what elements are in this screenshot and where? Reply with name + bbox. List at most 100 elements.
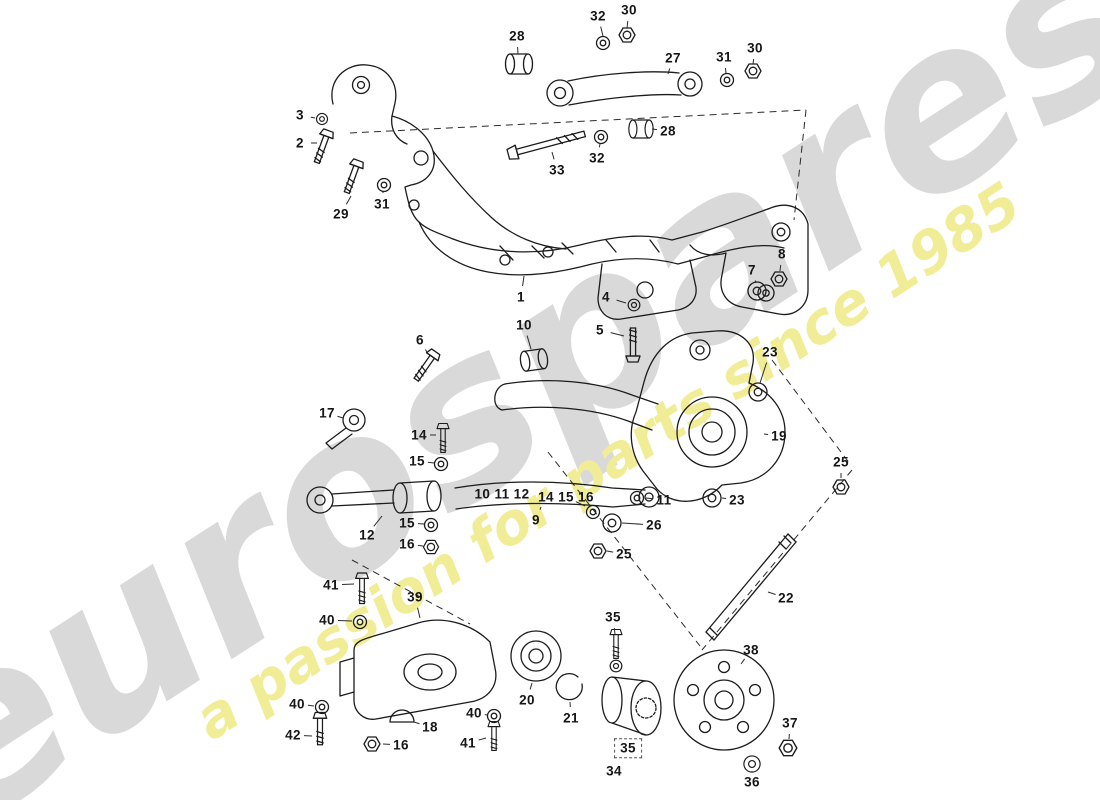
part-label-3: 3	[296, 107, 304, 123]
leader-line-28	[651, 128, 658, 131]
part-label-32: 32	[590, 8, 606, 24]
leader-line-39	[417, 607, 421, 619]
part-label-8: 8	[778, 246, 786, 262]
part-label-23: 23	[729, 492, 745, 508]
leader-line-41	[478, 737, 487, 741]
part-label-5: 5	[596, 322, 604, 338]
leader-line-40	[307, 704, 315, 707]
bracket-39-drawing	[312, 572, 502, 752]
part-label-11: 11	[656, 492, 672, 508]
part-label-34: 34	[606, 763, 622, 779]
part-label-7: 7	[748, 262, 756, 278]
part-label-4: 4	[602, 289, 610, 305]
part-label-22: 22	[778, 590, 794, 606]
leader-line-1	[522, 275, 525, 287]
leader-line-30	[752, 58, 755, 65]
part-label-31: 31	[374, 196, 390, 212]
part-label-1: 1	[517, 289, 525, 305]
part-label-31: 31	[716, 49, 732, 65]
exploded-drawing	[306, 27, 850, 773]
part-label-38: 38	[743, 642, 759, 658]
part-label-2: 2	[296, 135, 304, 151]
leader-line-14-15-16	[575, 501, 586, 507]
leader-line-31	[724, 67, 727, 74]
wheel-carrier-drawing	[630, 330, 850, 502]
leader-line-23	[759, 362, 768, 384]
part-label-32: 32	[589, 150, 605, 166]
part-label-15: 15	[399, 515, 415, 531]
part-label-39: 39	[407, 589, 423, 605]
part-label-33: 33	[549, 162, 565, 178]
leader-line-19	[763, 433, 769, 436]
part-label-40: 40	[289, 696, 305, 712]
tie-rod-drawing	[705, 533, 797, 641]
leader-line-38	[740, 658, 746, 665]
part-label-27: 27	[665, 50, 681, 66]
leader-line-26	[621, 522, 644, 525]
part-label-41: 41	[323, 577, 339, 593]
part-label-10-11-12: 10 11 12	[474, 486, 530, 502]
leader-lines	[303, 20, 842, 772]
part-label-30: 30	[747, 40, 763, 56]
bolt-33	[506, 130, 586, 160]
part-label-20: 20	[519, 692, 535, 708]
part-label-40: 40	[466, 705, 482, 721]
part-label-42: 42	[285, 727, 301, 743]
construction-lines	[349, 109, 853, 651]
leader-line-32	[598, 143, 601, 148]
part-label-18: 18	[422, 719, 438, 735]
part-label-28: 28	[509, 28, 525, 44]
leader-line-5	[610, 332, 625, 337]
part-label-9: 9	[532, 512, 540, 528]
part-label-30: 30	[621, 2, 637, 18]
part-label-10: 10	[516, 317, 532, 333]
leader-line-10	[526, 335, 532, 350]
part-label-14: 14	[411, 427, 427, 443]
leader-line-7	[754, 280, 757, 284]
part-label-23: 23	[762, 344, 778, 360]
leader-line-18	[413, 721, 420, 725]
part-label-26: 26	[646, 517, 662, 533]
part-label-21: 21	[563, 710, 579, 726]
leader-line-11	[645, 497, 654, 500]
leader-line-8	[779, 264, 782, 272]
leader-line-40	[337, 619, 353, 622]
leader-line-27	[667, 68, 671, 75]
part-label-16: 16	[399, 536, 415, 552]
leader-line-3	[310, 116, 316, 119]
part-label-35: 35	[614, 738, 642, 758]
part-label-40: 40	[319, 612, 335, 628]
upper-link-drawing	[504, 27, 762, 160]
leader-line-4	[616, 299, 627, 304]
leader-line-41	[341, 583, 355, 586]
leader-line-30	[626, 20, 629, 29]
wheel-hub-drawing	[510, 628, 798, 773]
part-label-29: 29	[333, 206, 349, 222]
leader-line-15	[427, 461, 435, 464]
leader-line-6	[425, 349, 429, 355]
part-label-25: 25	[833, 454, 849, 470]
suspension-arms-drawing	[306, 347, 722, 559]
part-label-16: 16	[393, 737, 409, 753]
leader-line-16	[417, 544, 424, 547]
part-label-41: 41	[460, 735, 476, 751]
part-label-36: 36	[744, 774, 760, 790]
part-label-14-15-16: 14 15 16	[538, 489, 594, 505]
part-label-35: 35	[605, 609, 621, 625]
part-label-12: 12	[359, 527, 375, 543]
part-label-28: 28	[660, 123, 676, 139]
part-label-6: 6	[416, 332, 424, 348]
leader-line-9	[539, 506, 542, 510]
part-label-19: 19	[771, 428, 787, 444]
crossmember-drawing	[331, 64, 809, 320]
leader-line-12	[373, 515, 383, 527]
leader-line-33	[551, 151, 555, 160]
leader-line-32	[600, 26, 604, 37]
leader-line-17	[337, 415, 344, 419]
part-label-15: 15	[409, 453, 425, 469]
leader-line-29	[345, 195, 352, 205]
part-label-17: 17	[319, 405, 335, 421]
